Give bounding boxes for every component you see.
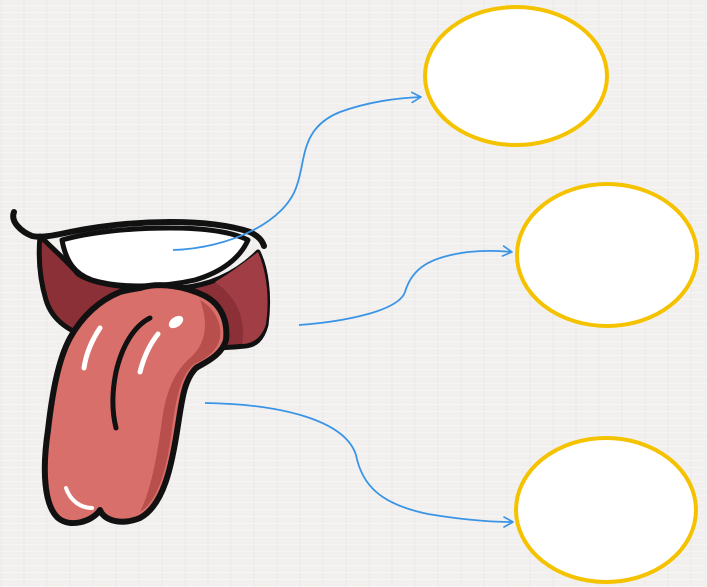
mouth-tongue-icon xyxy=(13,212,267,523)
arrow-to-bottom-ellipse xyxy=(205,403,513,522)
ellipse-middle-label xyxy=(517,184,697,326)
arrow-to-middle-ellipse xyxy=(299,251,512,325)
ellipse-top-label xyxy=(425,7,607,145)
arrow-to-top-ellipse xyxy=(173,97,421,250)
ellipse-bottom-label xyxy=(516,438,696,582)
